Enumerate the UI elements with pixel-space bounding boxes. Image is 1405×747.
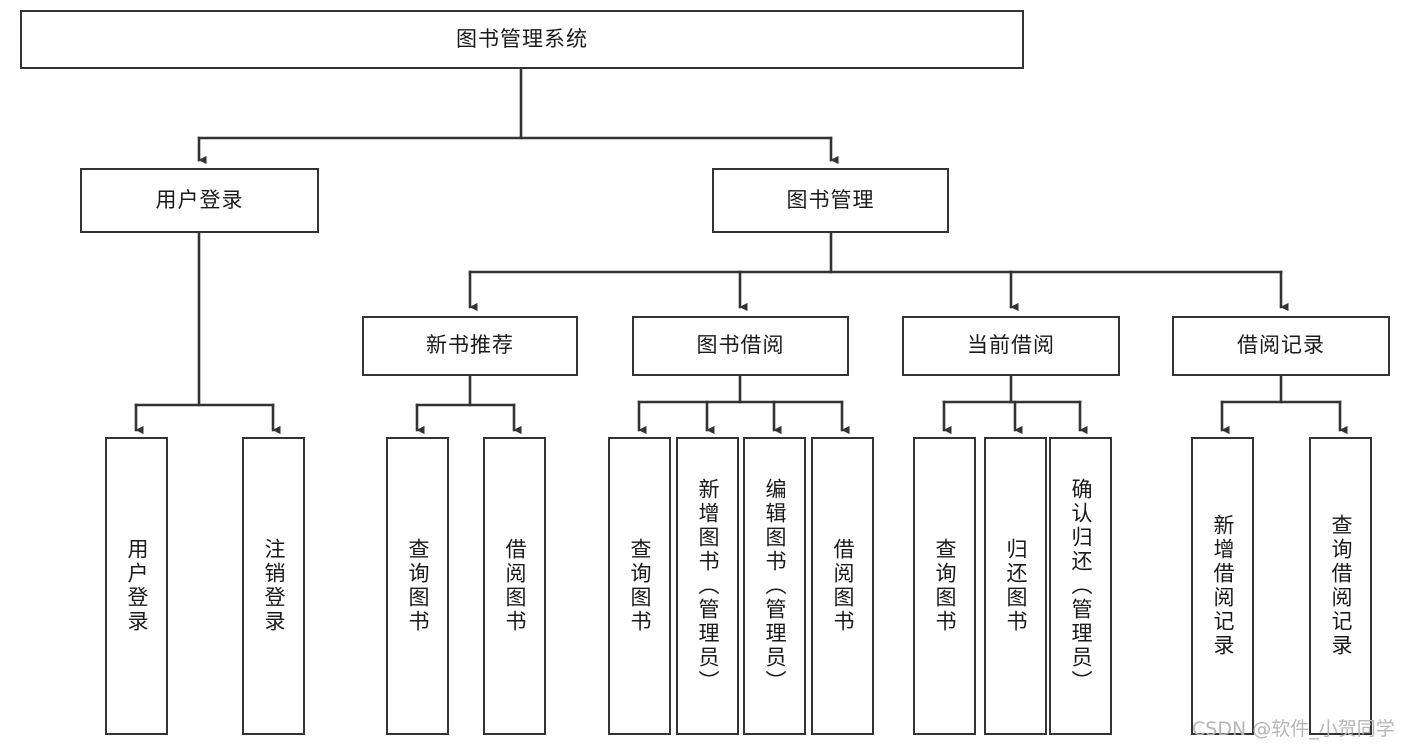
leaf-new-book-query[interactable]: 查询图书 xyxy=(386,437,449,735)
leaf-label: 用户登录 xyxy=(125,538,150,634)
leaf-current-borrow-return[interactable]: 归还图书 xyxy=(984,437,1047,735)
leaf-book-borrow-edit[interactable]: 编辑图书（管理员） xyxy=(743,437,806,735)
leaf-label: 归还图书 xyxy=(1004,538,1029,634)
leaf-label: 查询图书 xyxy=(933,538,958,634)
leaf-label: 新增图书（管理员） xyxy=(696,478,721,694)
leaf-label: 编辑图书（管理员） xyxy=(763,478,788,694)
leaf-user-login-login[interactable]: 用户登录 xyxy=(105,437,168,735)
node-book-borrow-label: 图书借阅 xyxy=(696,333,785,358)
node-new-book-recommend[interactable]: 新书推荐 xyxy=(362,316,578,376)
node-user-login-label: 用户登录 xyxy=(155,187,244,212)
node-borrow-record-label: 借阅记录 xyxy=(1237,333,1325,358)
leaf-user-login-logout[interactable]: 注销登录 xyxy=(242,437,305,735)
leaf-label: 注销登录 xyxy=(262,538,287,634)
leaf-current-borrow-confirm-return[interactable]: 确认归还（管理员） xyxy=(1049,437,1112,735)
leaf-borrow-record-add[interactable]: 新增借阅记录 xyxy=(1191,437,1254,735)
node-user-login[interactable]: 用户登录 xyxy=(80,168,319,233)
node-book-management[interactable]: 图书管理 xyxy=(712,168,949,233)
node-root-library-system[interactable]: 图书管理系统 xyxy=(20,10,1024,69)
leaf-new-book-borrow[interactable]: 借阅图书 xyxy=(483,437,546,735)
leaf-book-borrow-query[interactable]: 查询图书 xyxy=(608,437,671,735)
leaf-label: 新增借阅记录 xyxy=(1211,514,1236,658)
leaf-label: 确认归还（管理员） xyxy=(1069,478,1094,694)
node-book-management-label: 图书管理 xyxy=(786,187,875,212)
leaf-borrow-record-query[interactable]: 查询借阅记录 xyxy=(1309,437,1372,735)
leaf-label: 借阅图书 xyxy=(503,538,528,634)
leaf-label: 查询借阅记录 xyxy=(1329,514,1354,658)
node-new-book-recommend-label: 新书推荐 xyxy=(426,333,514,358)
leaf-label: 借阅图书 xyxy=(831,538,856,634)
leaf-book-borrow-borrow[interactable]: 借阅图书 xyxy=(811,437,874,735)
leaf-label: 查询图书 xyxy=(406,538,431,634)
node-borrow-record[interactable]: 借阅记录 xyxy=(1172,316,1390,376)
node-root-label: 图书管理系统 xyxy=(456,26,588,51)
node-current-borrow-label: 当前借阅 xyxy=(967,333,1055,358)
leaf-current-borrow-query[interactable]: 查询图书 xyxy=(913,437,976,735)
leaf-book-borrow-add[interactable]: 新增图书（管理员） xyxy=(676,437,739,735)
node-book-borrow[interactable]: 图书借阅 xyxy=(632,316,849,376)
node-current-borrow[interactable]: 当前借阅 xyxy=(902,316,1120,376)
leaf-label: 查询图书 xyxy=(628,538,653,634)
watermark-text: CSDN @软件_小贺同学 xyxy=(1192,718,1395,740)
